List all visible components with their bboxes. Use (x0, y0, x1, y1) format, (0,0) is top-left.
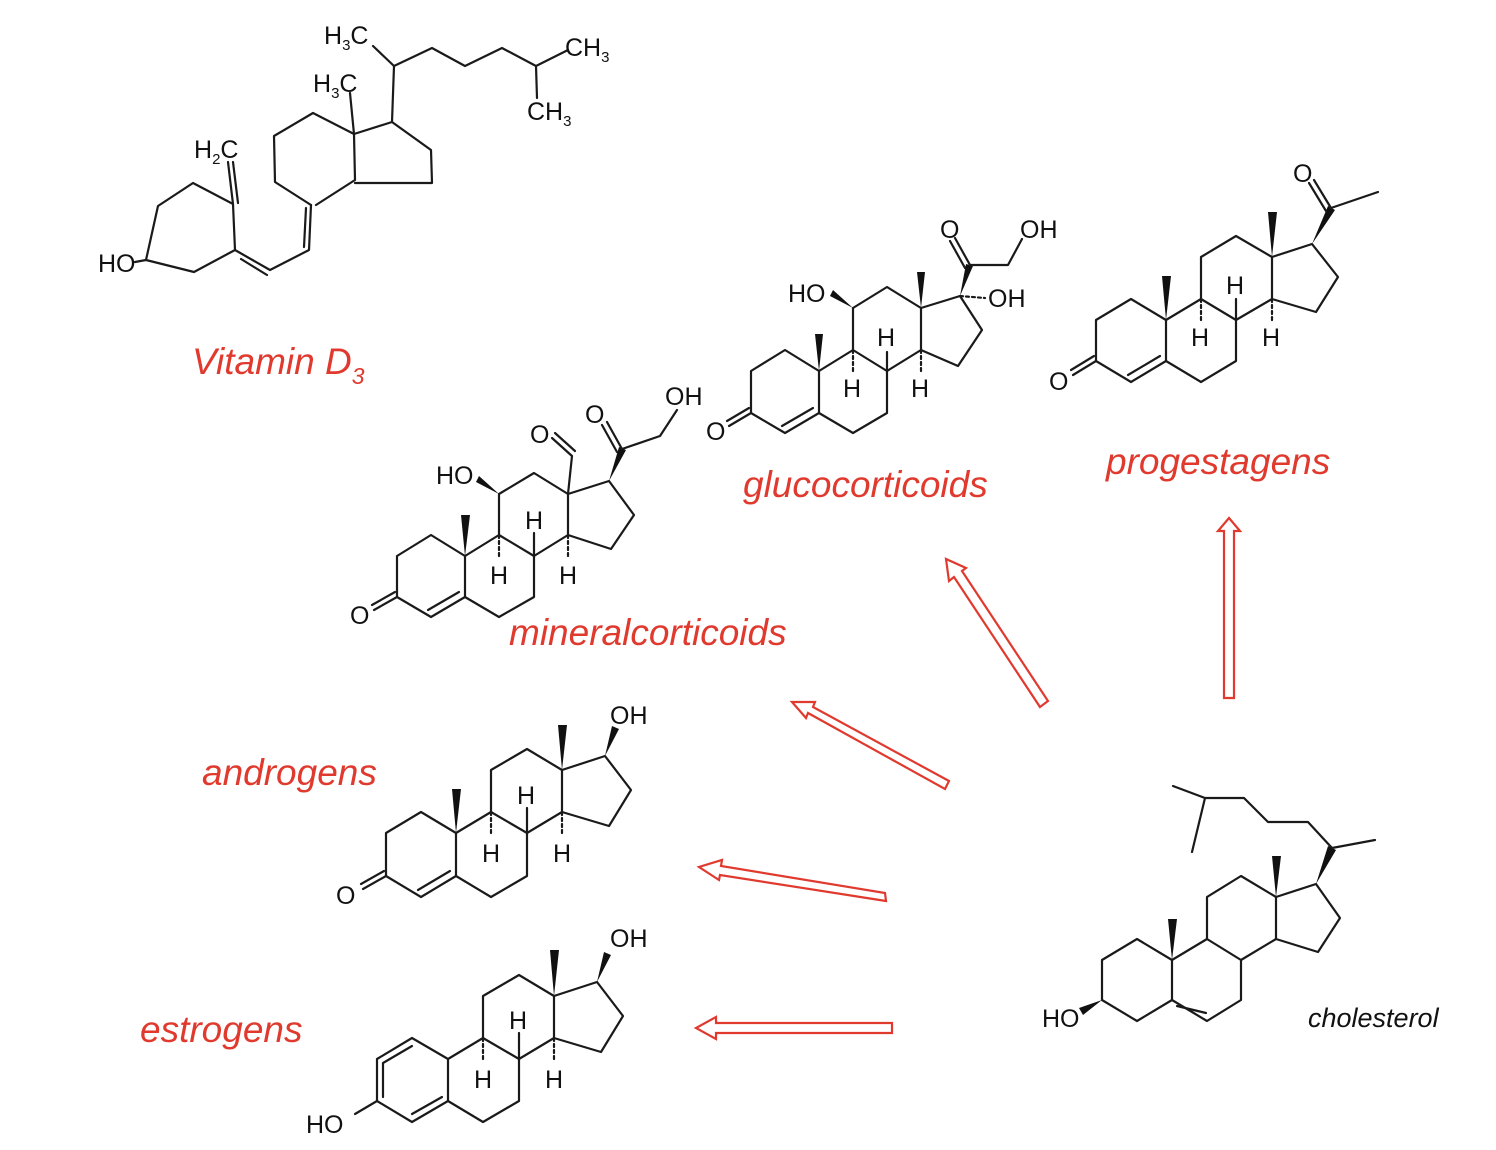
cholesterol-structure: HO (1042, 784, 1377, 1033)
atom-o-c20: O (940, 216, 959, 244)
atom-h-c8: H (509, 1007, 527, 1035)
atom-o-c20: O (1293, 160, 1312, 188)
label-cholesterol: cholesterol (1308, 1003, 1440, 1033)
glucocorticoid-structure: O HO H H H O OH OH (706, 216, 1058, 446)
atom-ho: HO (1042, 1005, 1080, 1033)
atom-h-c9: H (1191, 324, 1209, 352)
atom-h2c: H2C (194, 136, 238, 168)
arrow-to-androgens (696, 858, 888, 903)
atom-h-c8: H (525, 507, 543, 535)
progestagen-structure: O H H H O (1049, 160, 1380, 396)
label-glucocorticoids: glucocorticoids (743, 464, 988, 505)
atom-oh-c17: OH (988, 285, 1026, 313)
label-vitamin-d3: Vitamin D3 (192, 341, 365, 389)
atom-h-c14: H (545, 1066, 563, 1094)
atom-h-c8: H (1226, 272, 1244, 300)
atom-o: O (706, 418, 725, 446)
label-mineralcorticoids: mineralcorticoids (509, 612, 787, 653)
atom-oh-c21: OH (1020, 216, 1058, 244)
atom-h-c14: H (559, 562, 577, 590)
atom-oh-c17: OH (610, 702, 648, 730)
atom-h-c9: H (843, 375, 861, 403)
mineralcorticoid-structure: O HO O H H H O OH (350, 383, 703, 630)
arrow-to-glucocorticoids (944, 557, 1050, 709)
label-estrogens: estrogens (140, 1009, 303, 1050)
arrows (693, 516, 1243, 1041)
atom-h-c8: H (877, 324, 895, 352)
atom-o: O (1049, 368, 1068, 396)
androgen-structure: O H H H OH (336, 702, 648, 910)
atom-h3c-1: H3C (324, 22, 368, 54)
atom-ch3-1: CH3 (565, 34, 609, 66)
atom-ho: HO (306, 1111, 344, 1139)
atom-o: O (350, 602, 369, 630)
atom-o-c20: O (585, 401, 604, 429)
atom-oh-c17: OH (610, 925, 648, 953)
arrow-to-estrogens (693, 1015, 894, 1041)
estrogen-structure: HO H H H OH (306, 925, 648, 1139)
atom-h3c-2: H3C (313, 70, 357, 102)
atom-ch3-2: CH3 (527, 98, 571, 130)
arrow-to-progestagens (1215, 516, 1243, 700)
atom-h-c9: H (482, 840, 500, 868)
label-androgens: androgens (202, 752, 377, 793)
atom-ho-c11: HO (436, 462, 474, 490)
label-progestagens: progestagens (1105, 441, 1330, 482)
atom-h-c14: H (1262, 324, 1280, 352)
atom-h-c9: H (474, 1066, 492, 1094)
atom-h-c8: H (517, 782, 535, 810)
vitamin-d3-structure: HO H2C H3C H3C CH3 CH3 (98, 22, 609, 278)
atom-oh-c21: OH (665, 383, 703, 411)
atom-h-c14: H (911, 375, 929, 403)
atom-h-c14: H (553, 840, 571, 868)
atom-ho-c11: HO (788, 280, 826, 308)
arrow-to-mineralcorticoids (789, 700, 951, 791)
atom-ho: HO (98, 250, 136, 278)
atom-h-c9: H (490, 562, 508, 590)
atom-o: O (336, 882, 355, 910)
atom-o-c18: O (530, 421, 549, 449)
